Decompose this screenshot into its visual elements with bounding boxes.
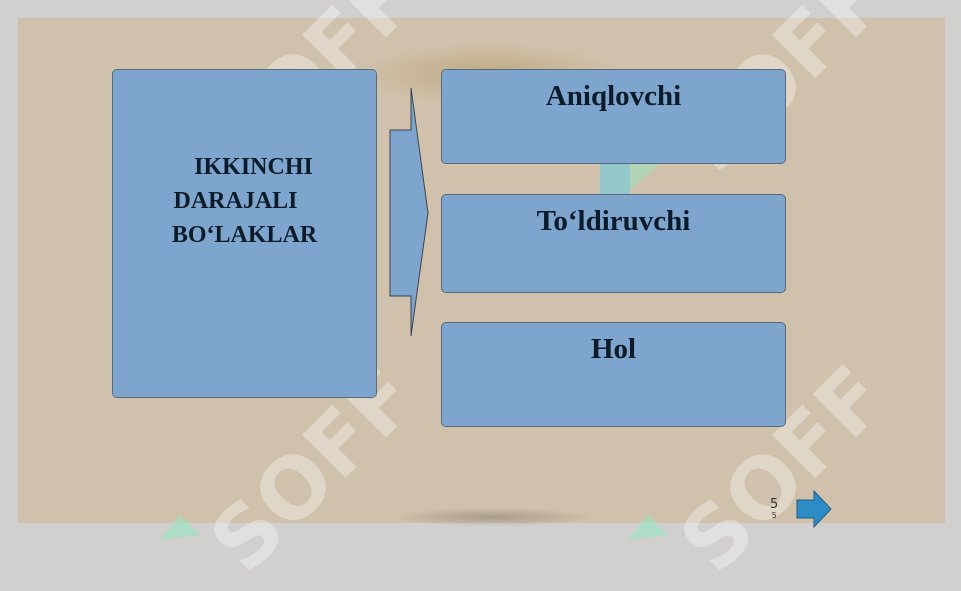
connector-arrow bbox=[389, 87, 429, 337]
main-concept-box: IKKINCHI DARAJALI BO‘LAKLAR bbox=[112, 69, 377, 398]
main-line-2: DARAJALI bbox=[173, 188, 298, 214]
page-number-main: 5 bbox=[770, 497, 779, 512]
item-box-hol: Hol bbox=[441, 322, 786, 427]
arrow-right-icon[interactable] bbox=[796, 490, 832, 528]
bottom-ornament bbox=[398, 508, 588, 526]
main-concept-text: IKKINCHI DARAJALI BO‘LAKLAR bbox=[113, 150, 378, 252]
watermark-logo bbox=[628, 515, 668, 540]
page-number-small: 5 bbox=[771, 511, 777, 520]
item-label: Hol bbox=[590, 333, 637, 365]
page-number: 5 5 bbox=[770, 497, 778, 520]
item-label: To‘ldiruvchi bbox=[536, 205, 691, 237]
item-box-aniqlovchi: Aniqlovchi bbox=[441, 69, 786, 164]
item-label: Aniqlovchi bbox=[545, 80, 682, 112]
item-box-toldiruvchi: To‘ldiruvchi bbox=[441, 194, 786, 293]
main-line-3: BO‘LAKLAR bbox=[171, 222, 318, 248]
main-line-1: IKKINCHI bbox=[194, 154, 313, 180]
watermark-logo bbox=[160, 515, 200, 540]
